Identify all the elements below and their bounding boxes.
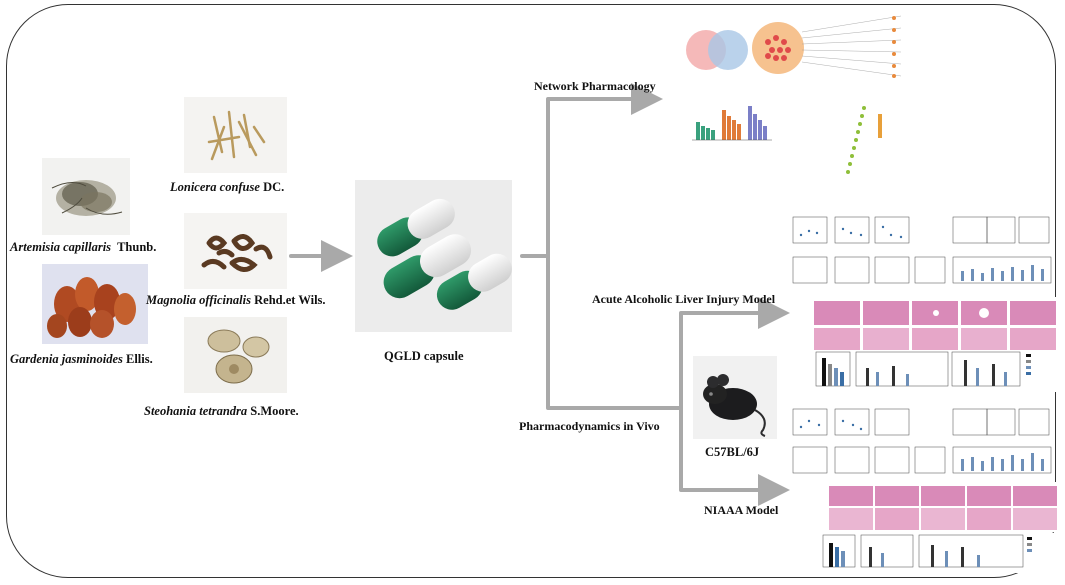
magnolia-label: Magnolia officinalis Rehd.et Wils. — [146, 293, 326, 308]
artemisia-label: Artemisia capillaris Thunb. — [10, 240, 156, 255]
gardenia-name: Gardenia jasminoides — [10, 352, 123, 366]
gardenia-author: Ellis. — [126, 352, 153, 366]
acute-bottom-charts — [814, 350, 1060, 392]
niaaa-bottom-charts — [821, 533, 1060, 573]
artemisia-name: Artemisia capillaris — [10, 240, 112, 254]
lonicera-author: DC. — [263, 180, 285, 194]
artemisia-photo — [42, 158, 130, 235]
stephania-photo — [184, 317, 287, 393]
network-pharmacology-label: Network Pharmacology — [534, 79, 656, 93]
lonicera-label: Lonicera confuse DC. — [170, 180, 284, 195]
artemisia-author: Thunb. — [117, 240, 157, 254]
diagram-frame — [6, 4, 1056, 578]
network-pharmacology-panel — [676, 10, 904, 185]
arrow-to-acute — [679, 297, 790, 410]
niaaa-histology-panel — [821, 482, 1060, 532]
magnolia-name: Magnolia officinalis — [146, 293, 251, 307]
arrow-to-network — [546, 83, 663, 258]
capsule-label: QGLD capsule — [384, 349, 464, 363]
acute-histology-panel — [806, 297, 1059, 357]
mouse-strain-label: C57BL/6J — [705, 445, 760, 459]
gardenia-photo — [42, 264, 148, 344]
magnolia-author: Rehd.et Wils. — [254, 293, 326, 307]
arrow-to-vivo — [546, 254, 683, 410]
acute-model-label: Acute Alcoholic Liver Injury Model — [592, 292, 776, 306]
niaaa-model-label: NIAAA Model — [704, 503, 779, 517]
stephania-author: S.Moore. — [250, 404, 299, 418]
lonicera-name: Lonicera confuse — [170, 180, 260, 194]
stephania-label: Steohania tetrandra S.Moore. — [144, 404, 299, 419]
capsule-image — [355, 180, 512, 332]
mouse-image — [693, 356, 777, 439]
magnolia-photo — [184, 213, 287, 289]
stephania-name: Steohania tetrandra — [144, 404, 248, 418]
gardenia-label: Gardenia jasminoides Ellis. — [10, 352, 153, 367]
arrow-to-niaaa — [679, 406, 790, 506]
lonicera-photo — [184, 97, 287, 173]
niaaa-model-charts — [791, 407, 1054, 479]
pharmacodynamics-label: Pharmacodynamics in Vivo — [519, 419, 660, 433]
acute-model-charts — [791, 213, 1054, 293]
